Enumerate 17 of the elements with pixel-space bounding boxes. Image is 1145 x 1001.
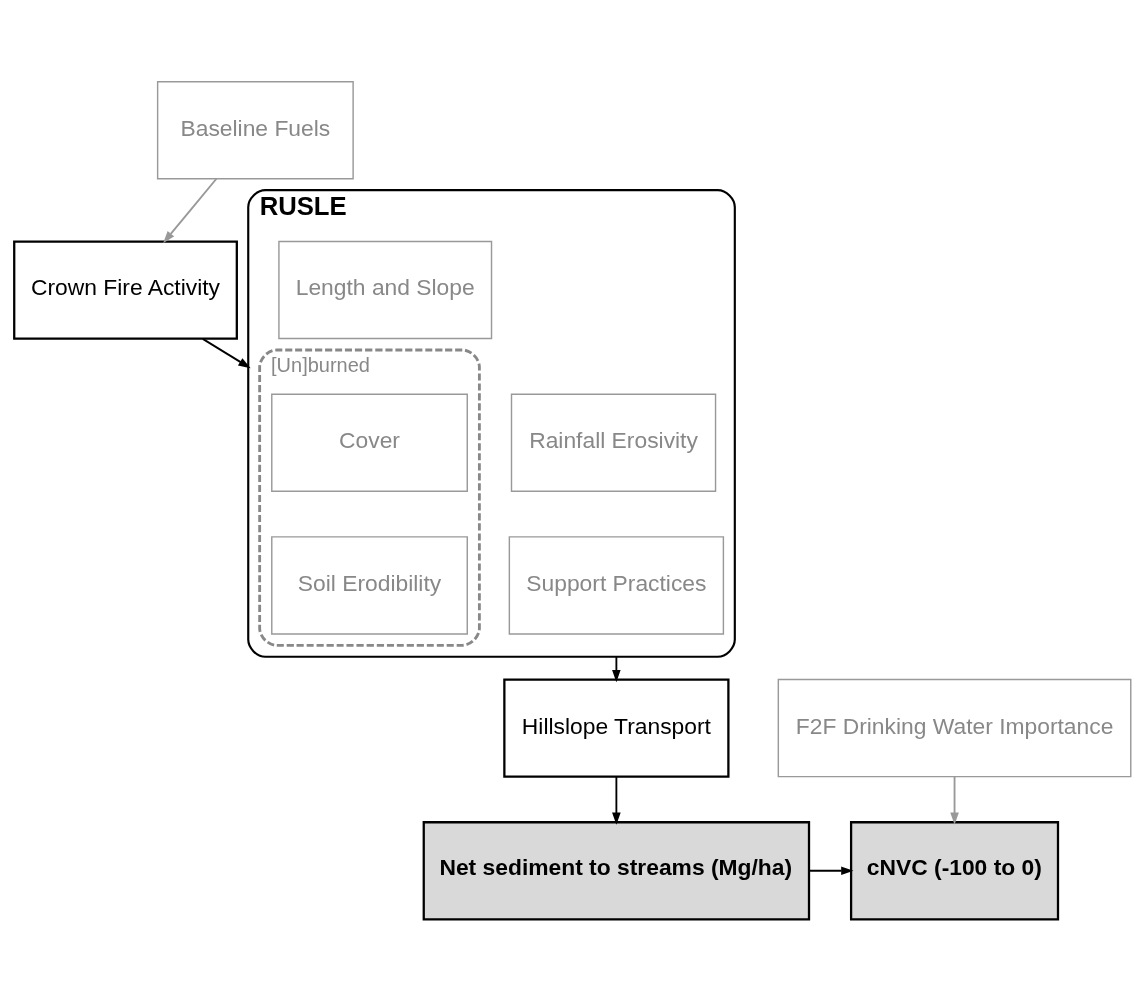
arrow <box>163 177 218 244</box>
node-box: Crown Fire Activity <box>13 240 238 340</box>
arrow <box>201 337 251 369</box>
node-box: Support Practices <box>508 536 725 635</box>
arrow <box>612 655 621 683</box>
arrow <box>612 775 621 825</box>
node-box: Net sediment to streams (Mg/ha) <box>422 821 811 921</box>
node-box: Rainfall Erosivity <box>510 393 717 492</box>
node-box: F2F Drinking Water Importance <box>777 678 1132 778</box>
node-box: Cover <box>271 393 468 492</box>
node-box: Baseline Fuels <box>156 81 354 180</box>
node-box: Soil Erodibility <box>271 536 468 635</box>
node-box: Hillslope Transport <box>503 678 730 778</box>
node-box: Length and Slope <box>278 240 493 340</box>
arrow <box>950 775 959 825</box>
node-box: cNVC (-100 to 0) <box>849 821 1060 921</box>
arrow <box>808 866 854 876</box>
